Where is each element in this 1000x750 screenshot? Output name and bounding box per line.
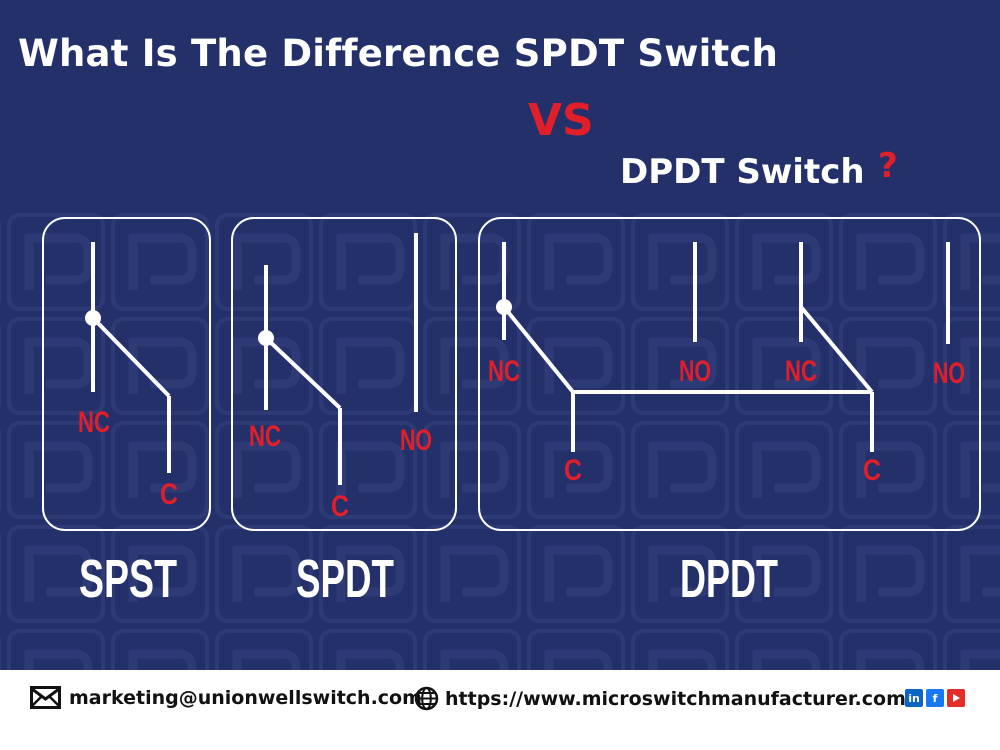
background-logo-pattern bbox=[0, 210, 1000, 670]
spst-frame bbox=[42, 217, 211, 531]
dpdt-label-c-1: C bbox=[564, 454, 582, 487]
website-text: https://www.microswitchmanufacturer.com bbox=[445, 687, 906, 710]
spdt-label-no: NO bbox=[400, 424, 432, 457]
switch-diagrams: NC C NC C NO NC NO NC NO C C SPST SPDT D… bbox=[42, 217, 981, 609]
facebook-icon[interactable]: f bbox=[926, 689, 944, 707]
dpdt-lines bbox=[496, 242, 950, 452]
dpdt-label-no-1: NO bbox=[679, 355, 711, 388]
vs-label: VS bbox=[528, 95, 594, 146]
dpdt-label-c-2: C bbox=[863, 454, 881, 487]
page-title: What Is The Difference SPDT Switch bbox=[18, 32, 779, 75]
contact-footer bbox=[0, 670, 1000, 750]
spst-label-c: C bbox=[160, 478, 178, 511]
spdt-frame bbox=[231, 217, 457, 531]
dpdt-label-nc-1: NC bbox=[488, 355, 520, 388]
spdt-lines bbox=[258, 233, 418, 485]
dpdt-switch-title: DPDT Switch bbox=[620, 152, 865, 192]
spst-lines bbox=[85, 242, 171, 473]
youtube-icon[interactable] bbox=[947, 689, 965, 707]
spdt-label-c: C bbox=[331, 490, 349, 523]
social-links: in f bbox=[905, 689, 965, 707]
dpdt-label-no-2: NO bbox=[933, 357, 965, 390]
linkedin-icon[interactable]: in bbox=[905, 689, 923, 707]
mail-icon bbox=[30, 686, 61, 709]
spdt-label-nc: NC bbox=[249, 420, 281, 453]
spst-label-nc: NC bbox=[78, 406, 110, 439]
email-contact[interactable]: marketing@unionwellswitch.com bbox=[30, 686, 422, 709]
dpdt-label-nc-2: NC bbox=[785, 355, 817, 388]
question-mark: ? bbox=[878, 146, 898, 186]
dpdt-frame bbox=[478, 217, 981, 531]
dpdt-caption: DPDT bbox=[680, 549, 778, 609]
email-text: marketing@unionwellswitch.com bbox=[69, 686, 422, 709]
website-contact[interactable]: https://www.microswitchmanufacturer.com bbox=[414, 686, 906, 711]
globe-icon bbox=[414, 686, 439, 711]
play-icon bbox=[953, 694, 960, 702]
spst-caption: SPST bbox=[79, 549, 177, 609]
spdt-caption: SPDT bbox=[296, 549, 394, 609]
